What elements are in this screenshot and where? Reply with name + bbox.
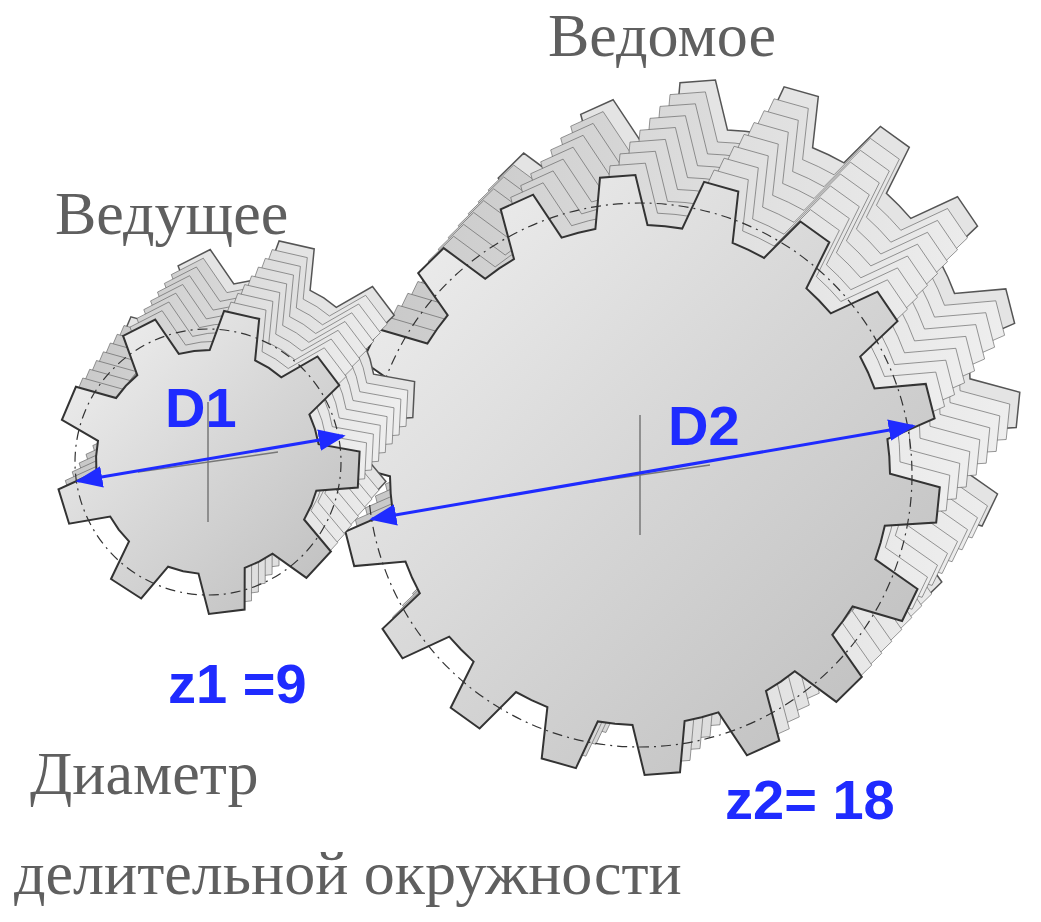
gear-name: Ведомое (548, 4, 776, 66)
diameter-label: D2 (668, 398, 740, 454)
diameter-label: D1 (165, 380, 237, 436)
pitch-circle (75, 329, 341, 595)
driving-gear (59, 241, 415, 614)
center-mark (639, 415, 641, 535)
caption-text: Диаметр (30, 742, 259, 804)
caption-text: делительной окружности (14, 842, 682, 904)
teeth-count: z1 =9 (168, 656, 307, 712)
gear-name: Ведущее (55, 182, 288, 244)
gear-face (340, 175, 940, 775)
pitch-circle (368, 203, 912, 747)
gear-face (59, 311, 360, 614)
teeth-count: z2= 18 (725, 772, 895, 828)
diameter-arrow (372, 426, 913, 519)
diameter-arrow (78, 436, 343, 481)
driven-gear (340, 80, 1020, 775)
